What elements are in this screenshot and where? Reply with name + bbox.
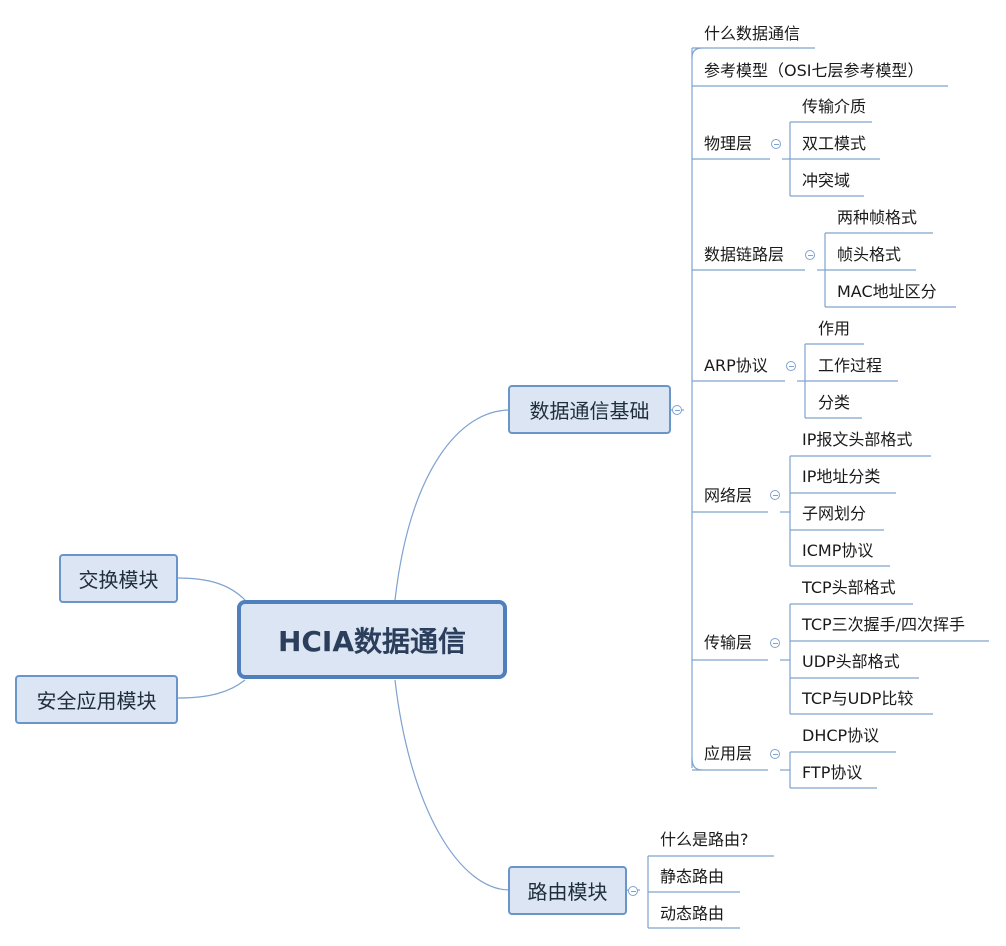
topic-transport-layer[interactable]: 传输层 xyxy=(704,633,753,652)
item-tcp-handshake[interactable]: TCP三次握手/四次挥手 xyxy=(802,615,966,634)
collapse-toggle-icon[interactable] xyxy=(672,405,682,415)
topic-osi-model[interactable]: 参考模型（OSI七层参考模型） xyxy=(704,61,924,80)
root-topic[interactable]: HCIA数据通信 xyxy=(237,600,507,679)
security-module-node[interactable]: 安全应用模块 xyxy=(15,675,178,724)
item-udp-header[interactable]: UDP头部格式 xyxy=(802,652,900,671)
topic-application-layer[interactable]: 应用层 xyxy=(704,744,753,763)
collapse-toggle-icon[interactable] xyxy=(805,250,815,260)
data-comm-basics-node[interactable]: 数据通信基础 xyxy=(508,385,671,434)
item-tcp-header[interactable]: TCP头部格式 xyxy=(802,578,896,597)
item-collision-domain[interactable]: 冲突域 xyxy=(802,171,851,190)
collapse-toggle-icon[interactable] xyxy=(786,361,796,371)
topic-arp-protocol[interactable]: ARP协议 xyxy=(704,356,768,375)
item-arp-types[interactable]: 分类 xyxy=(818,393,851,412)
item-dhcp[interactable]: DHCP协议 xyxy=(802,726,880,745)
item-frame-formats[interactable]: 两种帧格式 xyxy=(837,208,918,227)
item-frame-header[interactable]: 帧头格式 xyxy=(837,245,902,264)
collapse-toggle-icon[interactable] xyxy=(770,749,780,759)
item-dynamic-routing[interactable]: 动态路由 xyxy=(660,904,725,923)
item-arp-function[interactable]: 作用 xyxy=(818,319,851,338)
item-ftp[interactable]: FTP协议 xyxy=(802,763,863,782)
collapse-toggle-icon[interactable] xyxy=(628,886,638,896)
item-duplex-mode[interactable]: 双工模式 xyxy=(802,134,867,153)
item-arp-process[interactable]: 工作过程 xyxy=(818,356,883,375)
item-ip-classes[interactable]: IP地址分类 xyxy=(802,467,881,486)
topic-physical-layer[interactable]: 物理层 xyxy=(704,134,753,153)
item-static-routing[interactable]: 静态路由 xyxy=(660,867,725,886)
switch-module-node[interactable]: 交换模块 xyxy=(59,554,178,603)
topic-network-layer[interactable]: 网络层 xyxy=(704,486,753,505)
topic-datalink-layer[interactable]: 数据链路层 xyxy=(704,245,785,264)
item-tcp-vs-udp[interactable]: TCP与UDP比较 xyxy=(802,689,914,708)
topic-what-is-data-comm[interactable]: 什么数据通信 xyxy=(704,24,801,43)
item-ip-header[interactable]: IP报文头部格式 xyxy=(802,430,913,449)
item-mac-address[interactable]: MAC地址区分 xyxy=(837,282,937,301)
collapse-toggle-icon[interactable] xyxy=(770,490,780,500)
item-icmp[interactable]: ICMP协议 xyxy=(802,541,874,560)
item-transmission-media[interactable]: 传输介质 xyxy=(802,97,867,116)
routing-module-node[interactable]: 路由模块 xyxy=(508,866,627,915)
item-what-is-routing[interactable]: 什么是路由? xyxy=(660,830,749,849)
collapse-toggle-icon[interactable] xyxy=(771,139,781,149)
item-subnetting[interactable]: 子网划分 xyxy=(802,504,867,523)
collapse-toggle-icon[interactable] xyxy=(770,638,780,648)
